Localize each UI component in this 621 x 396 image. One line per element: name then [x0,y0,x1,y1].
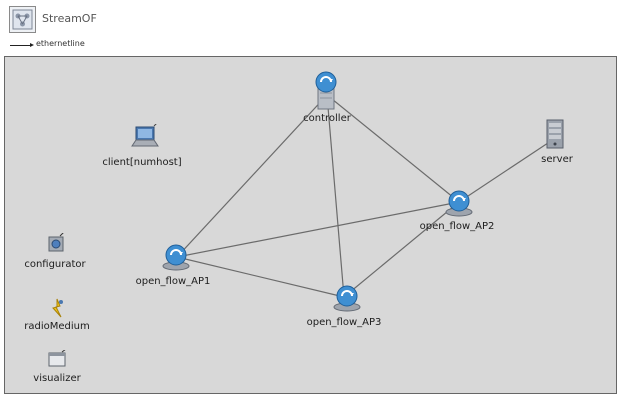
server-label: server [541,154,573,165]
link-controller-ap1[interactable] [176,94,328,258]
link-controller-ap3[interactable] [326,94,345,298]
ethernet-line-sample [10,43,34,47]
openflow-switch-icon [445,190,473,217]
link-ap1-ap3[interactable] [176,256,345,298]
openflow-switch-icon [162,244,190,271]
controller-label: controller [303,113,351,124]
visualizer-label: visualizer [33,373,81,384]
link-ap1-ap2[interactable] [176,201,460,258]
ap2-label: open_flow_AP2 [419,221,495,232]
legend-label: ethernetline [36,39,85,48]
openflow-switch-icon [333,285,361,312]
link-ap2-ap3[interactable] [343,201,460,298]
radio-medium-label: radioMedium [24,321,90,332]
link-controller-ap2[interactable] [326,94,460,203]
network-header: StreamOF ethernetline [0,0,621,56]
configurator-label: configurator [24,259,86,270]
network-canvas: controller server client[numhost] ope [4,56,617,394]
server-icon [546,119,564,149]
client-label: client[numhost] [102,157,182,168]
ap3-label: open_flow_AP3 [306,317,382,328]
openflow-controller-icon [315,71,337,110]
link-ap2-server[interactable] [458,138,555,203]
laptop-icon [131,124,159,147]
visualizer-icon [48,350,66,367]
links-layer [176,94,555,298]
ap1-label: open_flow_AP1 [135,276,211,287]
configurator-icon [48,233,64,252]
network-icon [9,6,36,33]
radio-medium-icon [52,298,63,318]
network-title: StreamOF [42,12,97,25]
